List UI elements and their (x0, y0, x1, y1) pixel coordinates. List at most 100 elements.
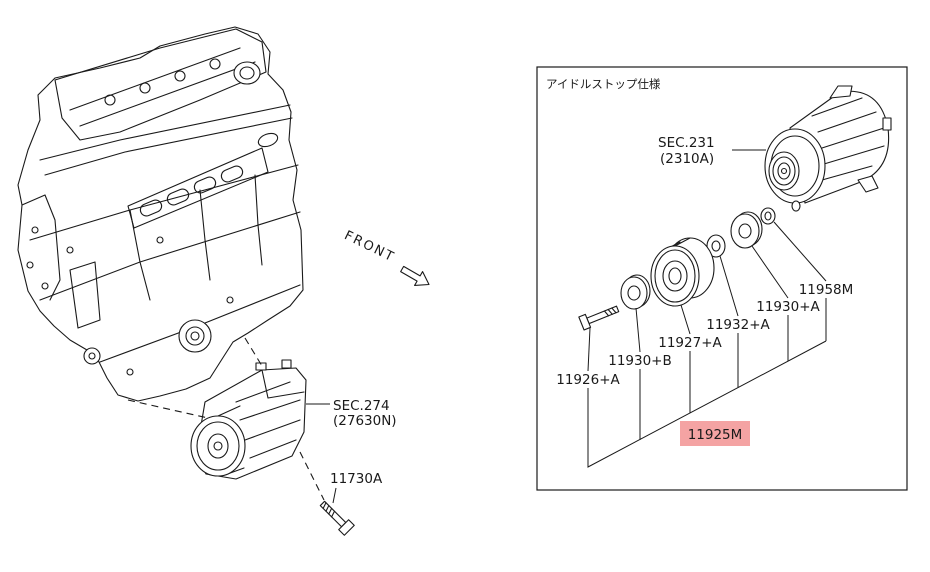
bolt-thread (603, 307, 617, 317)
assembly-dashed-line (299, 451, 325, 501)
pulley-groove-ring (654, 249, 696, 303)
ring-11958m-drawing (760, 207, 776, 225)
compressor-fin (235, 381, 291, 403)
bolt-11926a-drawing (578, 305, 620, 331)
head-deck-line (39, 104, 291, 161)
bolt-head (226, 296, 234, 304)
washer-11930a-drawing (730, 211, 763, 249)
timing-cover (21, 194, 61, 301)
engine-outline (17, 26, 304, 402)
leader-line (680, 304, 691, 335)
clutch-hub (207, 433, 229, 459)
shaft-collar (791, 200, 801, 212)
compressor-bolt-drawing (319, 500, 355, 536)
part-label-11925m[interactable]: 11925M (688, 427, 743, 443)
ignition-coil (209, 58, 221, 70)
assembly-dashed-line (127, 399, 209, 419)
alternator-drawing (764, 85, 892, 204)
cover-ridge (69, 47, 241, 111)
inset-title: アイドルストップ仕様 (546, 77, 661, 91)
front-label: FRONT (342, 228, 397, 265)
leader-line (635, 307, 641, 353)
idler-pulley (83, 347, 101, 365)
compressor-section-code[interactable]: (27630N) (333, 413, 397, 429)
bolt-thread (322, 502, 336, 518)
alternator-mount-ear (857, 175, 879, 193)
assembly-highlight[interactable] (680, 421, 750, 446)
bolt-head (338, 519, 355, 536)
alternator-section-label[interactable]: SEC.231 (658, 135, 715, 151)
ring-outer (760, 207, 776, 225)
cover-ridge (79, 61, 256, 127)
alternator-shaft (780, 167, 788, 175)
leader-line (332, 487, 337, 504)
part-label-11958m[interactable]: 11958M (799, 282, 854, 298)
washer-hole (627, 285, 641, 301)
exhaust-port (220, 165, 244, 183)
part-label-11927a[interactable]: 11927+A (658, 335, 722, 351)
compressor-fitting (255, 362, 267, 371)
ring-inner (764, 211, 772, 221)
timing-cover-rib (69, 261, 101, 329)
block-edge (199, 189, 211, 281)
crank-pulley-inner (185, 326, 205, 346)
idler-pulley-hub (88, 352, 96, 360)
part-label-11730a[interactable]: 11730A (330, 471, 383, 487)
crank-pulley-hub (190, 331, 200, 341)
ac-compressor-drawing (190, 359, 307, 480)
alternator-fin (817, 111, 877, 133)
washer-hole (738, 223, 752, 239)
compressor-edge (261, 369, 305, 399)
washer-front (730, 213, 760, 249)
oil-filler-cap (233, 61, 261, 85)
part-label-11930b[interactable]: 11930+B (608, 353, 672, 369)
alternator-pulley-groove (772, 156, 796, 186)
clutch-depth (217, 405, 241, 417)
bolt-head (66, 246, 74, 254)
bolt-head (578, 313, 592, 331)
compressor-clutch-pulley (190, 415, 246, 477)
compressor-fitting (281, 359, 292, 369)
washer-hole (711, 240, 721, 252)
pulley-hub (662, 260, 688, 292)
pulley-front (650, 245, 700, 307)
head-deck-line (44, 117, 293, 176)
washer-front (620, 276, 648, 310)
alternator-fin (821, 165, 873, 181)
exhaust-port (139, 199, 163, 217)
part-label-11932a[interactable]: 11932+A (706, 317, 770, 333)
compressor-section-label[interactable]: SEC.274 (333, 398, 390, 414)
idle-stop-inset: アイドルストップ仕様 SEC.231 (2310A) (536, 66, 908, 491)
assembly-bracket (587, 298, 827, 468)
exhaust-port (193, 176, 217, 194)
bolt-head (26, 261, 34, 269)
part-label-11926a[interactable]: 11926+A (556, 372, 620, 388)
inset-frame (536, 66, 908, 491)
mount-hole (257, 132, 279, 148)
washer-11930b-drawing (620, 274, 651, 310)
ignition-coil (104, 94, 116, 106)
exhaust-port (166, 188, 190, 206)
alternator-fin (811, 97, 863, 117)
compressor-fin (249, 439, 297, 459)
bolt-head (31, 226, 39, 234)
alternator-terminal (882, 117, 892, 131)
clutch-center (213, 441, 223, 451)
ignition-coil (174, 70, 186, 82)
alternator-fin (821, 127, 885, 149)
part-label-11930a[interactable]: 11930+A (756, 299, 820, 315)
oil-filler-cap-inner (239, 66, 255, 80)
pulley-11927a-drawing (650, 237, 715, 307)
bolt-head (126, 368, 134, 376)
front-arrow-icon (400, 265, 430, 286)
leader-line (773, 221, 827, 282)
crank-pulley (178, 319, 212, 353)
alternator-pulley-hub (777, 162, 791, 180)
bolt-head (156, 236, 164, 244)
alternator-section-code[interactable]: (2310A) (660, 151, 714, 167)
compressor-fin (239, 399, 301, 421)
leader-line (719, 255, 739, 317)
engine-drawing (17, 26, 304, 402)
clutch-ring (196, 421, 240, 471)
